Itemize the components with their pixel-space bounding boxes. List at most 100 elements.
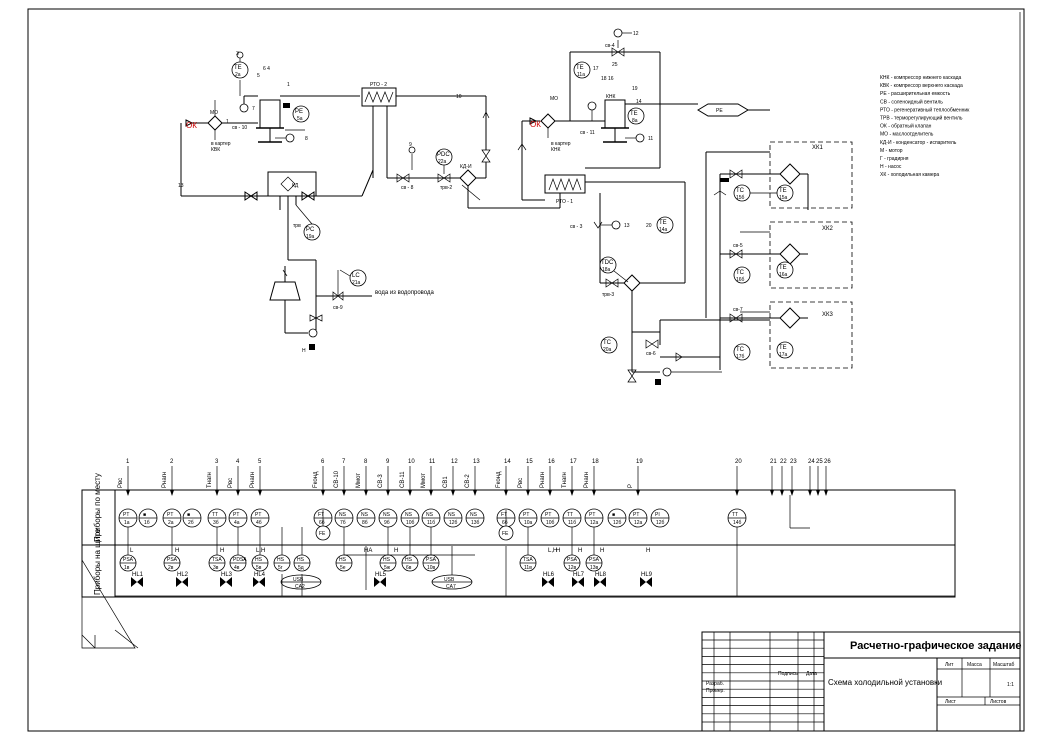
chamber-xk2	[769, 221, 853, 289]
loop-number: 26	[824, 459, 831, 465]
loop-arrow	[790, 490, 794, 496]
svg-text:FE: FE	[319, 531, 326, 537]
field-instrument-num: 12а	[590, 520, 599, 526]
svg-text:10: 10	[456, 94, 462, 100]
svg-text:22а: 22а	[438, 159, 447, 165]
rto1-label: РТО - 1	[556, 199, 573, 205]
loop-number: 8	[364, 459, 368, 465]
title-block-grid	[702, 632, 824, 731]
signal-lamp	[253, 577, 265, 587]
panel-instrument-num: 6в	[406, 565, 412, 571]
svg-text:TC: TC	[736, 270, 745, 276]
carter-kvk-name: КВК	[211, 147, 220, 153]
signal-lamp	[594, 577, 606, 587]
svg-text:14а: 14а	[659, 227, 668, 233]
loop-number: 16	[548, 459, 555, 465]
svg-text:TC: TC	[736, 347, 745, 353]
loop-number: 5	[258, 459, 262, 465]
panel-instrument-tag: PSA	[589, 557, 600, 563]
inst-tc-20a: TC 20а	[600, 336, 618, 354]
loop-number: 15	[526, 459, 533, 465]
signal-lamp	[640, 577, 652, 587]
loop-param-label: Tнагн	[207, 472, 213, 488]
kvk-unit: ОК МО в картер КВК 8 св - 10 1 7 5 6 4 1	[185, 66, 360, 153]
loop-arrow	[473, 490, 477, 496]
loop-param-label: CB-2	[465, 474, 471, 488]
alarm-letter: H	[394, 548, 398, 554]
loop-arrow	[170, 490, 174, 496]
field-instrument-num: 11б	[568, 520, 576, 526]
legend-item: ОК - обратный клапан	[880, 123, 932, 130]
inst-te-8a: TE 8а	[627, 107, 645, 125]
field-instrument-tag: PT	[545, 512, 551, 518]
field-instrument-tag: TT	[212, 512, 218, 518]
loop-number: 13	[473, 459, 480, 465]
loop-param-label: CB1	[443, 476, 449, 488]
field-instrument-tag: FT	[501, 512, 507, 518]
mo-left-label: МО	[210, 110, 218, 116]
panel-instrument-num: 12в	[568, 565, 577, 571]
panel-instrument-tag: PSA	[426, 557, 437, 563]
loop-param-label: Pвс	[518, 478, 524, 488]
panel-instrument-tag: HS	[277, 557, 285, 563]
alarm-letter: H	[600, 548, 604, 554]
loop-arrow	[770, 490, 774, 496]
signal-lamp-label: HL7	[573, 572, 585, 578]
svg-text:трв-3: трв-3	[602, 292, 614, 298]
legend-item: Г - градирня	[880, 156, 909, 162]
alarm-letter: H	[646, 548, 650, 554]
svg-text:св-6: св-6	[646, 351, 656, 357]
legend-item: КД-И - конденсатор - испаритель	[880, 140, 957, 146]
loop-arrow	[570, 490, 574, 496]
loop-arrow	[236, 490, 240, 496]
chamber1-label: ХК1	[812, 145, 823, 151]
signal-lamp-label: HL8	[595, 572, 607, 578]
signal-lamp	[131, 577, 143, 587]
svg-text:19а: 19а	[306, 234, 315, 240]
water-label: вода из водопровода	[375, 290, 435, 296]
inst-tdc-18a: TDC 18а	[599, 256, 629, 283]
usb-tag: USB	[444, 577, 455, 583]
loop-arrow	[735, 490, 739, 496]
svg-text:св - 3: св - 3	[570, 224, 583, 230]
instrument-table: Приборы по месту Приборы на щите	[81, 473, 956, 649]
inst-te-14a: TE 14а	[656, 216, 674, 234]
svg-text:св - 11: св - 11	[580, 130, 595, 136]
loop-number: 3	[215, 459, 219, 465]
kdi-unit: св - 8 9 трв-2 КД-И PDC 22а	[372, 96, 545, 209]
alarm-letter: H	[220, 548, 224, 554]
loop-param-label: Mмот	[421, 473, 427, 488]
field-instrument-num: 12б	[613, 520, 622, 526]
legend-item: МО - маслоотделитель	[880, 132, 934, 138]
svg-text:20: 20	[646, 223, 652, 229]
legend-item: КВК - компрессор верхнего каскада	[880, 83, 963, 89]
inst-pc-19a: PC 19а трв	[293, 204, 321, 241]
row-bottom-label: Приборы на щите	[93, 528, 102, 595]
loop-param-label: Mмот	[356, 473, 362, 488]
carter-kvk-label: в картер	[211, 141, 231, 147]
panel-instrument-num: 11в	[524, 565, 532, 571]
svg-text:19: 19	[632, 86, 638, 92]
svg-text:8а: 8а	[632, 118, 638, 124]
field-instrument-tag: FT	[318, 512, 324, 518]
field-instrument-tag: PT	[167, 512, 173, 518]
field-instrument-tag: NS	[470, 512, 478, 518]
re-label: РЕ	[716, 108, 723, 114]
signal-lamp-label: HL6	[543, 572, 555, 578]
panel-instrument-tag: TSA	[523, 557, 533, 563]
field-instrument-tag: PI	[655, 512, 660, 518]
panel-instrument-num: 5в	[256, 565, 262, 571]
loop-number: 21	[770, 459, 777, 465]
svg-text:13: 13	[624, 223, 630, 229]
kd-label: КД	[292, 183, 299, 189]
usb-tag: USB	[293, 577, 304, 583]
panel-instrument-tag: TSA	[212, 557, 222, 563]
alarm-letter: L,H	[548, 548, 557, 554]
loop-number: 1	[126, 459, 130, 465]
panel-instrument-num: 5е	[340, 565, 346, 571]
field-instrument-tag: ■	[612, 512, 615, 518]
ok-right-label: ОК	[530, 120, 541, 129]
chamber-xk1	[769, 141, 853, 209]
loop-param-label: Pнагн	[250, 472, 256, 488]
